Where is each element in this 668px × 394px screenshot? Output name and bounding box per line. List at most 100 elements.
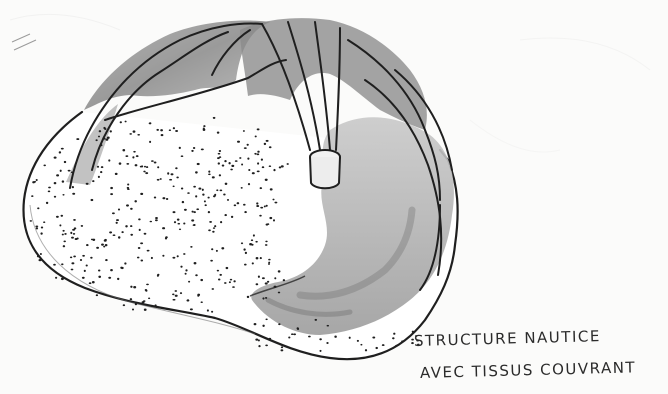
- stipple-dot: [195, 195, 197, 197]
- stipple-dot: [96, 294, 98, 296]
- stipple-dot: [208, 211, 210, 213]
- stipple-dot: [101, 243, 104, 245]
- stipple-dot: [243, 248, 245, 250]
- stipple-dot: [191, 150, 193, 152]
- stipple-dot: [149, 141, 151, 143]
- stipple-dot: [212, 231, 214, 233]
- stipple-dot: [73, 233, 75, 235]
- stipple-dot: [255, 135, 257, 137]
- stipple-dot: [53, 264, 56, 266]
- stipple-dot: [231, 165, 234, 167]
- stipple-dot: [211, 248, 213, 250]
- stipple-dot: [104, 128, 106, 130]
- stipple-dot: [248, 169, 250, 171]
- stipple-dot: [179, 228, 181, 230]
- stipple-dot: [190, 308, 193, 310]
- stipple-dot: [127, 183, 129, 185]
- stipple-dot: [375, 347, 378, 349]
- stipple-dot: [349, 337, 351, 339]
- stipple-dot: [122, 149, 125, 151]
- stipple-dot: [71, 269, 74, 271]
- stipple-dot: [220, 190, 223, 192]
- stipple-dot: [54, 196, 56, 198]
- stipple-dot: [145, 172, 148, 174]
- stipple-dot: [266, 205, 268, 207]
- stipple-dot: [117, 278, 119, 280]
- stipple-dot: [130, 286, 132, 288]
- stipple-dot: [241, 242, 243, 244]
- stipple-dot: [127, 188, 130, 190]
- stipple-dot: [172, 257, 175, 259]
- stipple-dot: [109, 231, 112, 233]
- stipple-dot: [40, 232, 42, 234]
- stipple-dot: [288, 336, 290, 338]
- stipple-dot: [64, 161, 66, 163]
- stipple-dot: [36, 227, 38, 229]
- stipple-dot: [143, 171, 145, 173]
- stipple-dot: [193, 211, 195, 213]
- stipple-dot: [54, 182, 57, 184]
- stipple-dot: [46, 202, 48, 204]
- stipple-dot: [257, 128, 260, 130]
- stipple-dot: [182, 201, 184, 203]
- stipple-dot: [96, 139, 98, 141]
- stipple-dot: [180, 292, 182, 294]
- stipple-dot: [262, 297, 264, 299]
- stipple-dot: [188, 281, 190, 283]
- stipple-dot: [237, 202, 240, 204]
- stipple-dot: [134, 200, 137, 202]
- stipple-dot: [216, 189, 218, 191]
- stipple-dot: [62, 194, 64, 196]
- stipple-dot: [157, 166, 159, 168]
- stipple-dot: [365, 349, 367, 351]
- stipple-dot: [175, 130, 178, 132]
- stipple-dot: [264, 205, 266, 207]
- stipple-dot: [139, 229, 141, 231]
- stipple-dot: [98, 276, 101, 278]
- stipple-dot: [208, 197, 210, 199]
- stipple-dot: [60, 170, 62, 172]
- stipple-dot: [63, 245, 65, 247]
- stipple-dot: [43, 165, 46, 167]
- stipple-dot: [224, 160, 226, 162]
- stipple-dot: [36, 179, 38, 181]
- stipple-dot: [247, 157, 249, 159]
- stipple-dot: [220, 221, 222, 223]
- stipple-dot: [244, 211, 247, 213]
- stipple-dot: [37, 255, 40, 257]
- stipple-dot: [105, 259, 108, 261]
- stipple-dot: [56, 174, 59, 176]
- stipple-dot: [108, 277, 111, 279]
- stipple-dot: [80, 259, 82, 261]
- stipple-dot: [176, 176, 178, 178]
- stipple-dot: [146, 166, 148, 168]
- stipple-dot: [212, 288, 215, 290]
- stipple-dot: [202, 194, 204, 196]
- stipple-dot: [269, 338, 272, 340]
- stipple-dot: [147, 250, 150, 252]
- stipple-dot: [103, 246, 105, 248]
- stipple-dot: [123, 304, 125, 306]
- stipple-dot: [258, 345, 260, 347]
- stipple-dot: [62, 230, 64, 232]
- stipple-dot: [256, 283, 259, 285]
- stipple-dot: [173, 299, 176, 301]
- stipple-dot: [129, 133, 132, 135]
- stipple-dot: [192, 211, 194, 213]
- stipple-dot: [137, 134, 140, 136]
- stipple-dot: [221, 247, 224, 249]
- stipple-dot: [197, 294, 200, 296]
- stipple-dot: [100, 171, 102, 173]
- stipple-dot: [222, 165, 225, 167]
- stipple-dot: [248, 183, 250, 185]
- stipple-dot: [257, 171, 260, 173]
- stipple-dot: [214, 194, 216, 196]
- stipple-dot: [255, 241, 257, 243]
- stipple-dot: [141, 165, 143, 167]
- stipple-dot: [64, 233, 66, 235]
- stipple-dot: [177, 223, 180, 225]
- stipple-dot: [62, 180, 64, 182]
- stipple-dot: [175, 295, 178, 297]
- stipple-dot: [171, 173, 174, 175]
- stipple-dot: [211, 311, 213, 313]
